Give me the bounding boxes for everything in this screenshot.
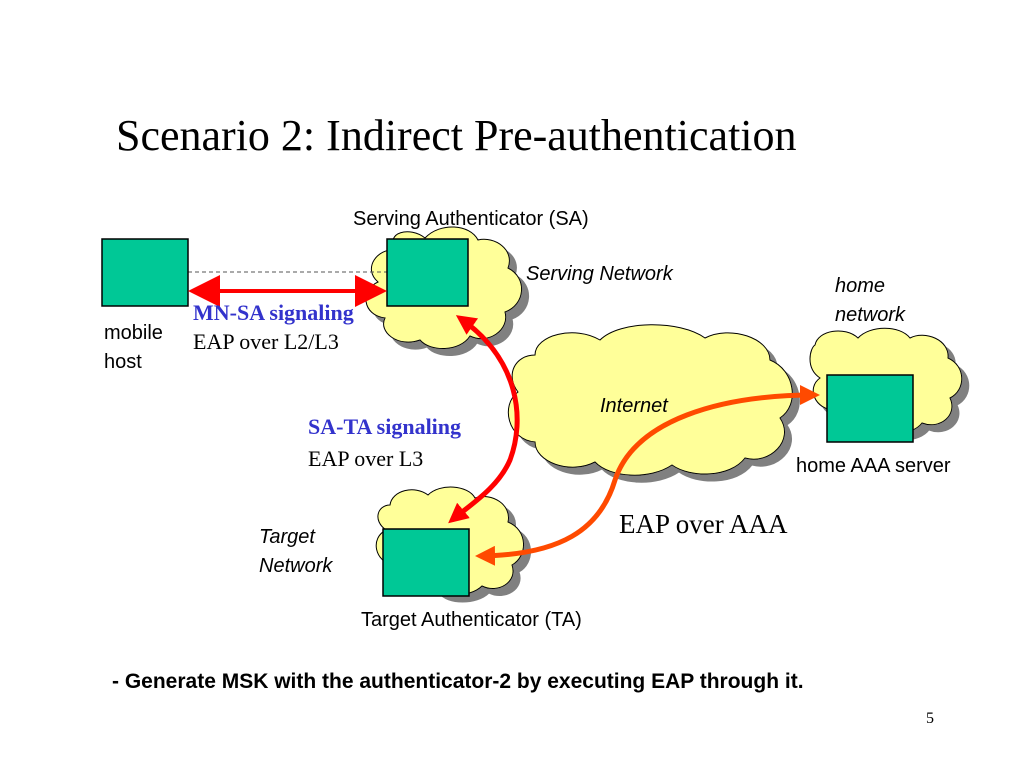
mobile-host-label: mobile host bbox=[104, 319, 163, 377]
target-authenticator-label: Target Authenticator (TA) bbox=[361, 609, 582, 631]
home-network-label-line2: network bbox=[835, 304, 906, 326]
target-network-label-line1: Target bbox=[259, 526, 315, 548]
target-authenticator-node[interactable] bbox=[382, 528, 470, 597]
mn-sa-signaling-text: MN-SA signaling EAP over L2/L3 bbox=[193, 298, 354, 356]
mobile-host-label-line1: mobile bbox=[104, 322, 163, 344]
slide-title: Scenario 2: Indirect Pre-authentication bbox=[116, 111, 797, 160]
mn-sa-signaling-detail: EAP over L2/L3 bbox=[193, 329, 339, 354]
mn-sa-signaling-title: MN-SA signaling bbox=[193, 300, 354, 325]
mobile-host-node[interactable] bbox=[101, 238, 189, 307]
footnote-text: - Generate MSK with the authenticator-2 … bbox=[112, 670, 804, 693]
internet-label: Internet bbox=[600, 395, 668, 417]
sa-ta-signaling-text: SA-TA signaling EAP over L3 bbox=[308, 411, 461, 475]
home-network-label: home network bbox=[835, 272, 905, 330]
page-number: 5 bbox=[926, 710, 934, 727]
target-network-label-line2: Network bbox=[259, 555, 333, 577]
home-aaa-server-label: home AAA server bbox=[796, 455, 951, 477]
serving-authenticator-label: Serving Authenticator (SA) bbox=[353, 208, 589, 230]
home-aaa-server-node[interactable] bbox=[826, 374, 914, 443]
sa-ta-signaling-title: SA-TA signaling bbox=[308, 414, 462, 439]
mobile-host-label-line2: host bbox=[104, 351, 142, 373]
eap-over-aaa-text: EAP over AAA bbox=[619, 509, 788, 539]
serving-network-label: Serving Network bbox=[526, 263, 673, 285]
target-network-label: Target Network bbox=[259, 523, 332, 581]
eap-aaa-arrow bbox=[475, 385, 820, 566]
serving-authenticator-node[interactable] bbox=[386, 238, 469, 307]
sa-ta-signaling-detail: EAP over L3 bbox=[308, 446, 424, 471]
home-network-label-line1: home bbox=[835, 275, 886, 297]
